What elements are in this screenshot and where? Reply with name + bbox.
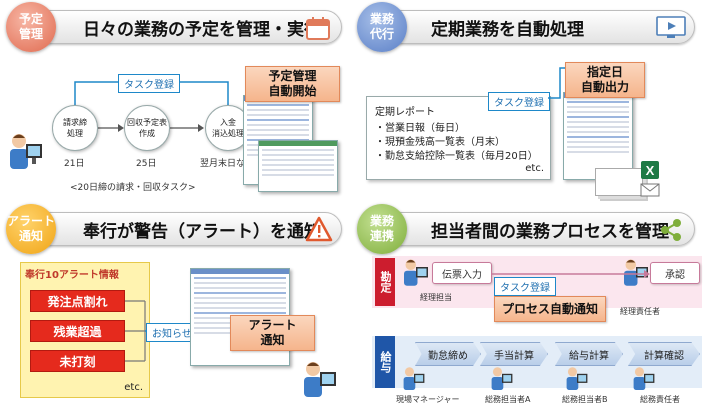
person-icon [404,259,428,286]
panel4-task-tag: タスク登録 [494,277,556,296]
panel1-note: <20日締の請求・回収タスク> [70,183,196,193]
person-icon [491,367,513,391]
excel-icon: X [641,161,659,179]
panel4-row2-label: 給与 [375,336,395,388]
panel4-badge: 業務 連携 [357,204,407,254]
warning-icon [305,216,333,242]
panel3-badge: アラート 通知 [6,204,56,254]
panel2-header: 定期業務を自動処理 [370,10,695,44]
panel2-title: 定期業務を自動処理 [431,20,584,40]
panel4-row1-label: 勘定 [375,258,395,306]
panel4-chain-4: 計算確認 [628,342,700,366]
panel3-alert-2: 残業超過 [30,320,125,342]
panel2-report-2: ・現預金残高一覧表（月末） [375,137,505,148]
panel2-task-tag: タスク登録 [488,92,550,111]
panel3-alert-1: 発注点割れ [30,290,125,312]
panel1-title: 日々の業務の予定を管理・実行 [83,20,321,40]
panel1-step-1: 請求締 処理 [52,105,98,151]
panel3-header: 奉行が警告（アラート）を通知 [22,212,342,246]
panel1-date-2: 25日 [136,159,157,169]
panel2-report-1: ・営業日報（毎日） [375,123,465,134]
panel3-alert-3: 未打刻 [30,350,125,372]
panel4-person-bottom-3: 総務担当者B [562,395,608,404]
panel3-title: 奉行が警告（アラート）を通知 [83,222,321,242]
panel2-arrow [548,67,568,99]
panel1-step-2: 回収予定表 作成 [124,105,170,151]
panel3-etc: etc. [124,382,143,393]
panel4-person-bottom-2: 総務担当者A [485,395,531,404]
panel2-auto-output-box: 指定日 自動出力 [565,62,645,98]
person-icon [633,367,655,391]
panel1-auto-start-box: 予定管理 自動開始 [245,66,340,102]
panel4-chain-3: 給与計算 [555,342,623,366]
panel1-screenshot-2 [258,140,338,192]
panel1-header: 日々の業務の予定を管理・実行 [22,10,342,44]
panel4-title: 担当者間の業務プロセスを管理 [431,222,669,242]
panel4-person-top-2: 経理責任者 [620,307,660,316]
panel2-etc: etc. [525,163,544,174]
person-icon [566,367,588,391]
panel1-date-1: 21日 [64,159,85,169]
panel2-screenshot [563,92,633,180]
panel2-report-3: ・勤怠支給控除一覧表（毎月20日） [375,151,538,162]
panel4-header: 担当者間の業務プロセスを管理 [370,212,695,246]
person-icon [403,367,425,391]
panel4-chain-1: 勤怠締め [415,342,481,366]
person-icon [304,362,336,397]
paper-stack-icon [595,168,643,196]
panel4-person-top-1: 経理担当 [420,293,452,302]
panel4-top-arrow [492,270,650,278]
panel4-input-box: 伝票入力 [432,262,492,284]
panel4-process-notify-box: プロセス自動通知 [494,296,606,322]
panel4-person-bottom-4: 総務責任者 [640,395,680,404]
panel4-approve-box: 承認 [650,262,700,284]
panel4-person-bottom-1: 現場マネージャー [396,395,460,404]
mail-icon [640,183,660,197]
svg-text:X: X [646,163,655,178]
panel1-date-3: 翌月末日など [200,159,255,169]
panel3-list-title: 奉行10アラート情報 [25,270,119,281]
share-icon [661,219,681,241]
panel4-chain-2: 手当計算 [480,342,548,366]
panel2-badge: 業務 代行 [357,2,407,52]
panel3-alert-notify-box: アラート 通知 [230,315,315,351]
panel1-badge: 予定 管理 [6,2,56,52]
panel1-task-tag: タスク登録 [118,74,180,93]
panel2-report-title: 定期レポート [375,107,435,118]
calendar-icon [306,17,330,40]
monitor-play-icon [656,16,686,38]
person-icon [10,134,42,169]
